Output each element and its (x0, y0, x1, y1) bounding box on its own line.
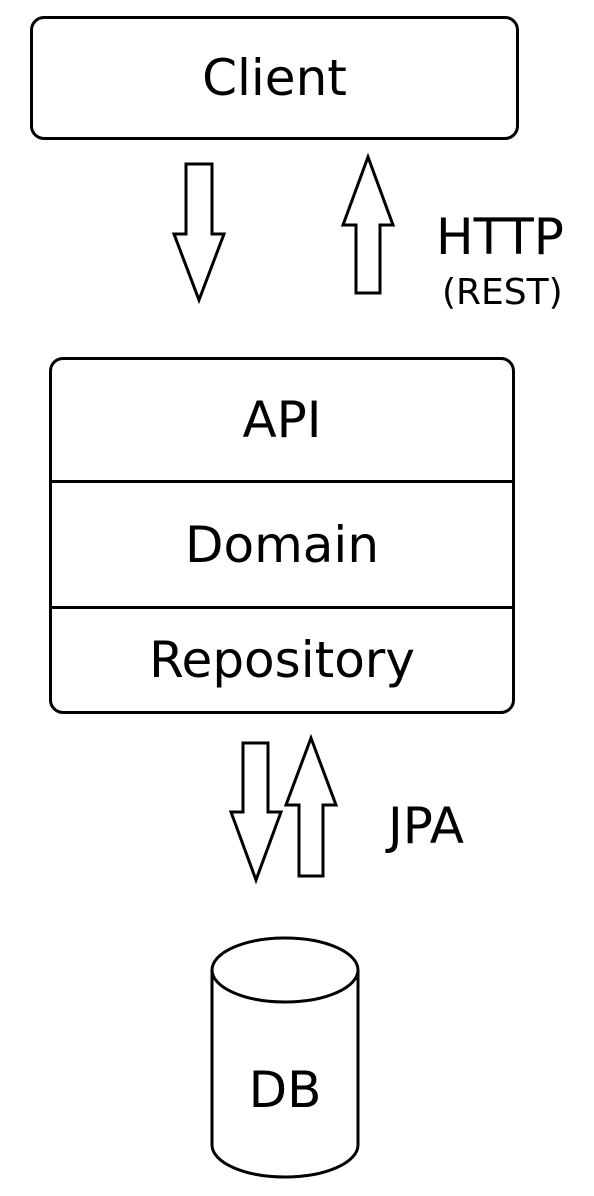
database-cylinder-top (210, 936, 360, 1004)
http-protocol-label: HTTP (436, 208, 564, 266)
rest-style-label: (REST) (442, 272, 563, 313)
jpa-protocol-label: JPA (388, 797, 464, 855)
arrow-down-repository-to-db (228, 741, 284, 885)
client-box: Client (30, 16, 519, 140)
client-label: Client (202, 49, 347, 107)
domain-layer: Domain (52, 480, 512, 606)
arrow-up-db-to-repository (283, 733, 339, 878)
arrow-up-api-to-client (340, 152, 396, 295)
arrow-down-client-to-api (171, 162, 227, 305)
database-label: DB (248, 1061, 322, 1119)
database-cylinder (210, 936, 360, 1179)
api-layer: API (242, 391, 322, 449)
repository-layer: Repository (52, 606, 512, 711)
backend-layer-stack: API Domain Repository (49, 357, 515, 714)
database-cylinder-body (210, 970, 360, 1179)
